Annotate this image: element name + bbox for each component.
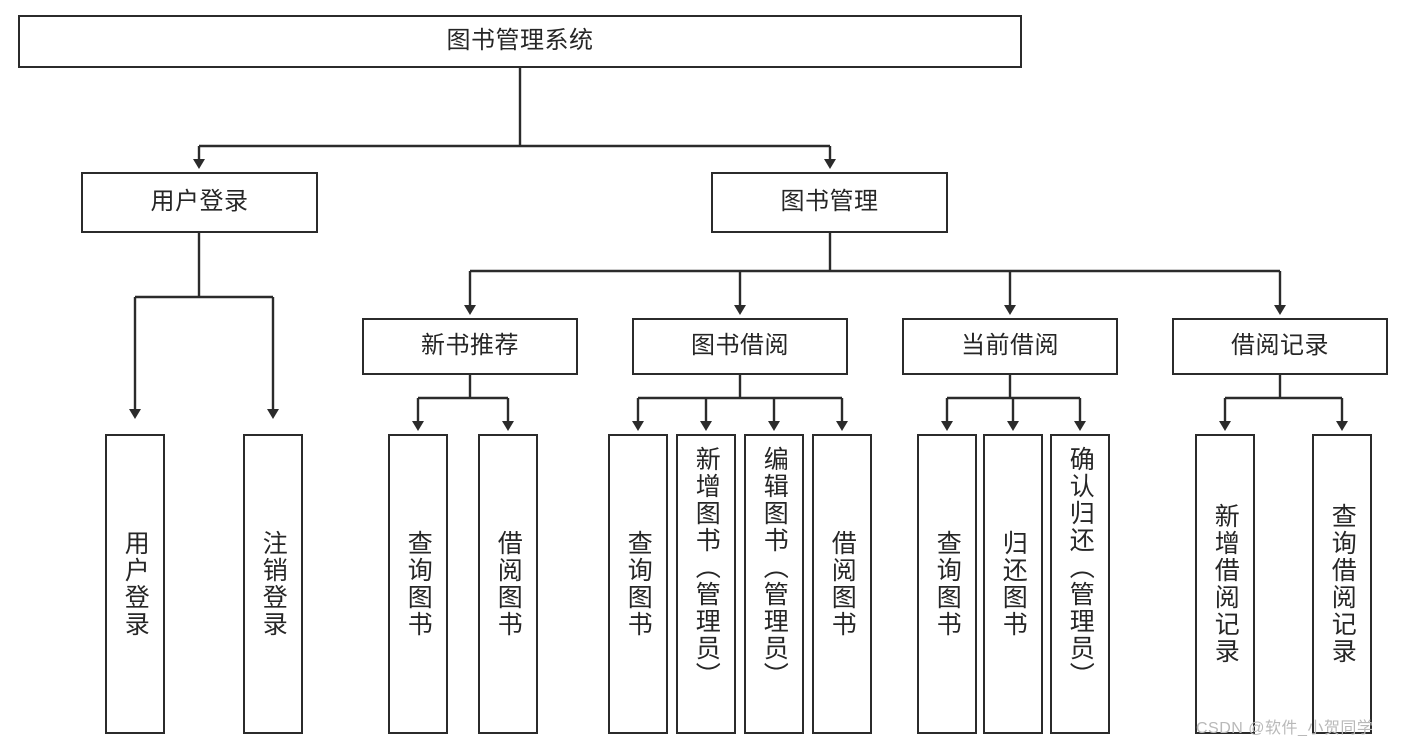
- node-book-management[interactable]: 图书管理: [711, 172, 948, 233]
- node-new-book-recommendation[interactable]: 新书推荐: [362, 318, 578, 375]
- node-label: 图书管理: [780, 188, 879, 216]
- node-label: 用户登录: [121, 530, 150, 638]
- leaf-borrow-book-2[interactable]: 借阅图书: [812, 434, 872, 734]
- node-label: 确认归还（管理员）: [1066, 446, 1095, 689]
- leaf-query-book-3[interactable]: 查询图书: [917, 434, 977, 734]
- node-label: 归还图书: [999, 530, 1028, 638]
- node-label: 用户登录: [150, 188, 249, 216]
- leaf-query-borrow-record[interactable]: 查询借阅记录: [1312, 434, 1372, 734]
- csdn-watermark: CSDN @软件_小贺同学: [1196, 720, 1374, 737]
- node-root-book-management-system[interactable]: 图书管理系统: [18, 15, 1022, 68]
- node-label: 新增图书（管理员）: [692, 446, 721, 689]
- node-label: 借阅图书: [494, 530, 523, 638]
- node-book-borrowing[interactable]: 图书借阅: [632, 318, 848, 375]
- node-label: 图书借阅: [691, 332, 789, 360]
- node-label: 编辑图书（管理员）: [760, 446, 789, 689]
- node-label: 查询图书: [624, 530, 653, 638]
- node-label: 图书管理系统: [446, 27, 594, 55]
- node-label: 借阅图书: [828, 530, 857, 638]
- node-user-login[interactable]: 用户登录: [81, 172, 318, 233]
- leaf-query-book-2[interactable]: 查询图书: [608, 434, 668, 734]
- leaf-logout[interactable]: 注销登录: [243, 434, 303, 734]
- node-label: 新增借阅记录: [1211, 503, 1240, 665]
- leaf-add-borrow-record[interactable]: 新增借阅记录: [1195, 434, 1255, 734]
- node-label: 借阅记录: [1231, 332, 1329, 360]
- node-label: 查询图书: [404, 530, 433, 638]
- node-label: 注销登录: [259, 530, 288, 638]
- node-label: 新书推荐: [421, 332, 519, 360]
- leaf-add-book-admin[interactable]: 新增图书（管理员）: [676, 434, 736, 734]
- leaf-borrow-book-1[interactable]: 借阅图书: [478, 434, 538, 734]
- node-label: 查询借阅记录: [1328, 503, 1357, 665]
- leaf-confirm-return-admin[interactable]: 确认归还（管理员）: [1050, 434, 1110, 734]
- node-label: 当前借阅: [961, 332, 1059, 360]
- leaf-return-book[interactable]: 归还图书: [983, 434, 1043, 734]
- node-label: 查询图书: [933, 530, 962, 638]
- node-current-borrowing[interactable]: 当前借阅: [902, 318, 1118, 375]
- node-borrowing-record[interactable]: 借阅记录: [1172, 318, 1388, 375]
- leaf-user-login[interactable]: 用户登录: [105, 434, 165, 734]
- leaf-query-book-1[interactable]: 查询图书: [388, 434, 448, 734]
- leaf-edit-book-admin[interactable]: 编辑图书（管理员）: [744, 434, 804, 734]
